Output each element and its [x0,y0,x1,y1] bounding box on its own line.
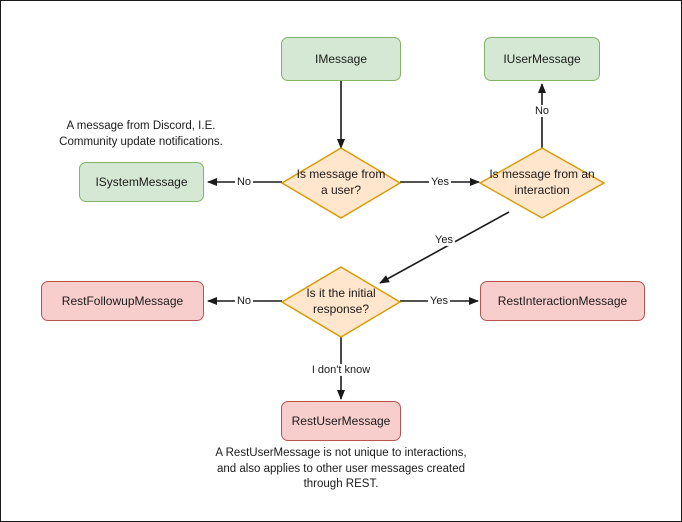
node-imessage[interactable]: IMessage [281,37,401,81]
edge-label-initial-no: No [234,294,254,308]
node-iusermessage-label: IUserMessage [503,51,581,66]
edge-label-initial-unknown: I don't know [309,363,373,377]
decision-initial-shape [281,266,401,338]
node-isystemmessage[interactable]: ISystemMessage [79,162,204,202]
node-decision-initial-label: Is it the initial response? [306,286,376,316]
node-decision-user-label: Is message from a user? [296,167,386,197]
edge-label-user-no: No [234,175,254,189]
edge-label-initial-yes: Yes [428,294,450,308]
node-restinteractionmessage[interactable]: RestInteractionMessage [480,281,645,321]
edge-label-user-yes: Yes [429,175,451,189]
node-isystemmessage-label: ISystemMessage [95,174,188,189]
node-decision-interaction[interactable]: Is message from an interaction [479,147,605,219]
node-restinteractionmessage-label: RestInteractionMessage [497,293,628,308]
node-imessage-label: IMessage [314,51,368,66]
note-system-message: A message from Discord, I.E. Community u… [59,120,223,148]
node-decision-initial[interactable]: Is it the initial response? [281,266,401,338]
note-rest-user-message: A RestUserMessage is not unique to inter… [215,447,467,491]
node-restfollowupmessage[interactable]: RestFollowupMessage [41,281,204,321]
node-decision-interaction-label: Is message from an interaction [489,167,595,197]
edge-label-interaction-yes: Yes [433,233,455,247]
edge-label-interaction-no: No [532,104,552,118]
node-decision-user[interactable]: Is message from a user? [281,147,401,219]
node-iusermessage[interactable]: IUserMessage [484,37,600,81]
decision-interaction-shape [479,147,605,219]
node-restusermessage-label: RestUserMessage [291,413,391,428]
node-restfollowupmessage-label: RestFollowupMessage [61,293,184,308]
node-restusermessage[interactable]: RestUserMessage [281,401,401,441]
decision-user-shape [281,147,401,219]
